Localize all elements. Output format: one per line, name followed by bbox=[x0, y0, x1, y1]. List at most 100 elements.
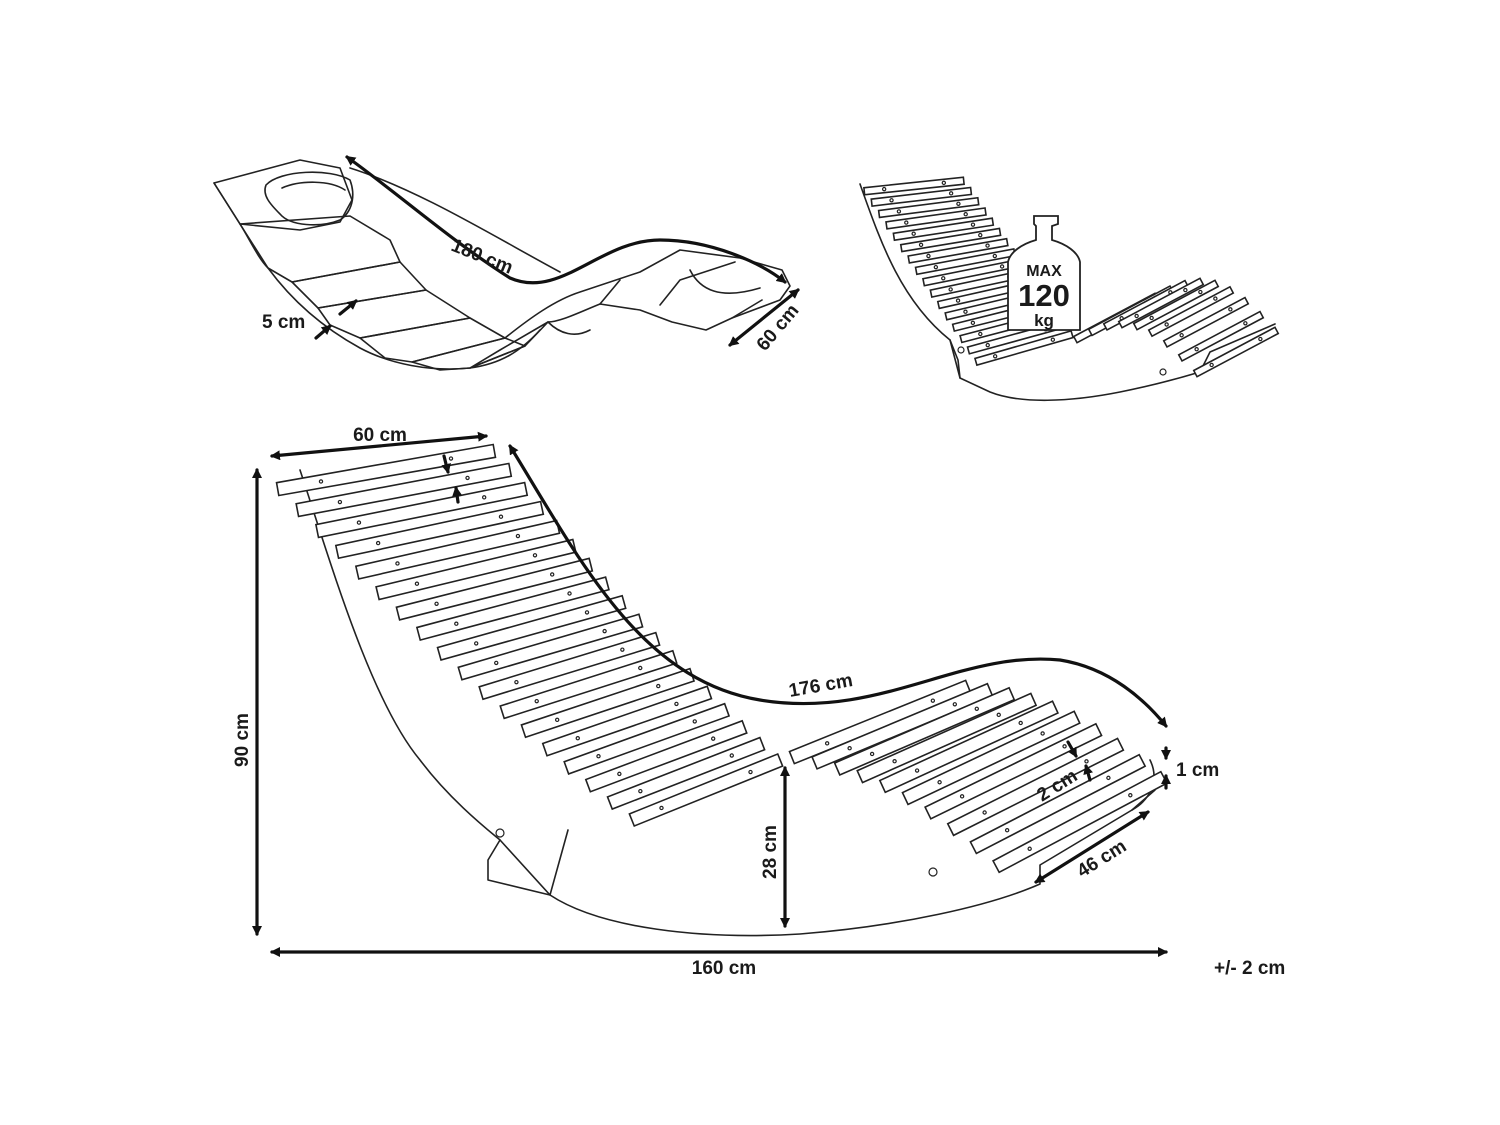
slat-screw bbox=[674, 701, 679, 707]
slat-screw bbox=[941, 180, 947, 186]
load-capacity-illustration: MAX 120 kg bbox=[859, 176, 1280, 402]
slat-screw bbox=[1050, 337, 1056, 342]
slat-screw bbox=[985, 243, 990, 248]
main-chair-illustration: 60 cm 176 cm 90 cm 28 cm 2 cm 1 cm 46 cm… bbox=[232, 425, 1285, 979]
slat-screw bbox=[748, 769, 753, 775]
slat-screw bbox=[1084, 759, 1089, 764]
small-chair-slat bbox=[863, 176, 965, 196]
slat-screw bbox=[659, 805, 664, 811]
load-max-label: MAX bbox=[1026, 263, 1062, 280]
small-chair-slat bbox=[885, 207, 987, 230]
slat-screw bbox=[474, 641, 479, 646]
slat-screw bbox=[955, 298, 961, 303]
slat-screw bbox=[1179, 333, 1184, 338]
arc-length-label: 176 cm bbox=[787, 670, 854, 702]
slat-screw bbox=[978, 232, 983, 238]
slat-screw bbox=[1228, 307, 1233, 312]
slat-screw bbox=[904, 220, 909, 225]
chair-slat bbox=[924, 722, 1103, 820]
slat-screw bbox=[465, 475, 470, 481]
slat-screw bbox=[948, 287, 953, 292]
slat-screw bbox=[534, 698, 539, 704]
slat-screw bbox=[881, 186, 887, 192]
seat-height-label: 28 cm bbox=[760, 825, 781, 879]
slat-screw bbox=[515, 533, 521, 539]
slat-screw bbox=[869, 751, 875, 757]
slat-screw bbox=[996, 712, 1001, 718]
small-chair-slat bbox=[1117, 277, 1205, 329]
slat-screw bbox=[337, 499, 343, 505]
height-label: 90 cm bbox=[232, 713, 253, 767]
slat-screw bbox=[1004, 828, 1010, 833]
slat-screw bbox=[1040, 731, 1045, 736]
slat-screw bbox=[448, 456, 454, 461]
small-chair-slat bbox=[973, 329, 1075, 367]
slat-screw bbox=[930, 698, 936, 703]
chair-slat bbox=[946, 737, 1125, 837]
slat-screw bbox=[1213, 296, 1218, 301]
small-chair-slat bbox=[1192, 326, 1280, 378]
slat-screw bbox=[710, 736, 716, 741]
load-value-label: 120 bbox=[1018, 278, 1070, 313]
slat-screw bbox=[1134, 313, 1139, 319]
slat-screw bbox=[892, 758, 897, 764]
slat-screw bbox=[596, 754, 601, 759]
small-chair-slat bbox=[877, 196, 980, 219]
slat-screw bbox=[514, 679, 519, 685]
chair-slat bbox=[628, 752, 784, 828]
slat-screw bbox=[1018, 720, 1023, 726]
slat-screw bbox=[999, 264, 1005, 269]
small-chair-slat bbox=[892, 217, 995, 242]
slat-screw bbox=[918, 242, 924, 248]
slat-screw bbox=[584, 610, 590, 615]
slat-screw bbox=[952, 702, 958, 707]
slat-screw bbox=[824, 741, 830, 746]
slat-screw bbox=[454, 621, 459, 626]
slat-screw bbox=[914, 768, 920, 773]
slat-screw bbox=[567, 591, 572, 596]
slat-screw bbox=[638, 665, 643, 671]
slat-screw bbox=[1106, 775, 1111, 781]
slat-screw bbox=[602, 628, 607, 634]
slat-screw bbox=[974, 706, 979, 711]
slat-screw bbox=[911, 231, 916, 236]
slat-screw bbox=[356, 520, 362, 525]
load-unit-label: kg bbox=[1034, 311, 1054, 330]
slat-screw bbox=[970, 320, 976, 326]
slat-screw bbox=[638, 788, 643, 794]
slat-screw bbox=[1183, 287, 1188, 293]
slat-screw bbox=[494, 660, 499, 666]
slat-screw bbox=[956, 201, 961, 206]
slat-screw bbox=[554, 717, 560, 723]
slat-screw bbox=[434, 601, 439, 606]
slat-screw bbox=[1209, 362, 1214, 368]
slat-screw bbox=[963, 212, 968, 217]
pillow-icon bbox=[264, 171, 354, 226]
slat-screw bbox=[992, 253, 998, 259]
chair-slat bbox=[606, 736, 766, 811]
slat-screw bbox=[1164, 322, 1169, 327]
small-chair-slat bbox=[1162, 296, 1250, 349]
cushion-chair-illustration: 180 cm 60 cm 5 cm bbox=[213, 155, 803, 371]
small-chair-slat bbox=[907, 237, 1009, 264]
slat-screw bbox=[1243, 321, 1248, 326]
cushion-thickness-label: 5 cm bbox=[262, 312, 305, 333]
slat-screw bbox=[982, 810, 987, 815]
slat-screw bbox=[1258, 336, 1263, 342]
slat-screw bbox=[481, 495, 487, 500]
slat-screw bbox=[549, 572, 555, 577]
slat-screw bbox=[375, 540, 381, 546]
chair-slat bbox=[969, 753, 1147, 855]
slat-screw bbox=[937, 780, 942, 785]
slat-screw bbox=[617, 771, 622, 777]
top-width-label: 60 cm bbox=[353, 425, 407, 446]
slat-screw bbox=[1128, 793, 1133, 798]
slat-screw bbox=[896, 209, 902, 214]
slat-screw bbox=[532, 553, 538, 558]
slat-screw bbox=[692, 719, 697, 724]
slat-screw bbox=[985, 342, 990, 348]
slat-screw bbox=[1149, 315, 1154, 321]
tolerance-label: +/- 2 cm bbox=[1214, 958, 1285, 979]
slat-screw bbox=[620, 647, 625, 652]
